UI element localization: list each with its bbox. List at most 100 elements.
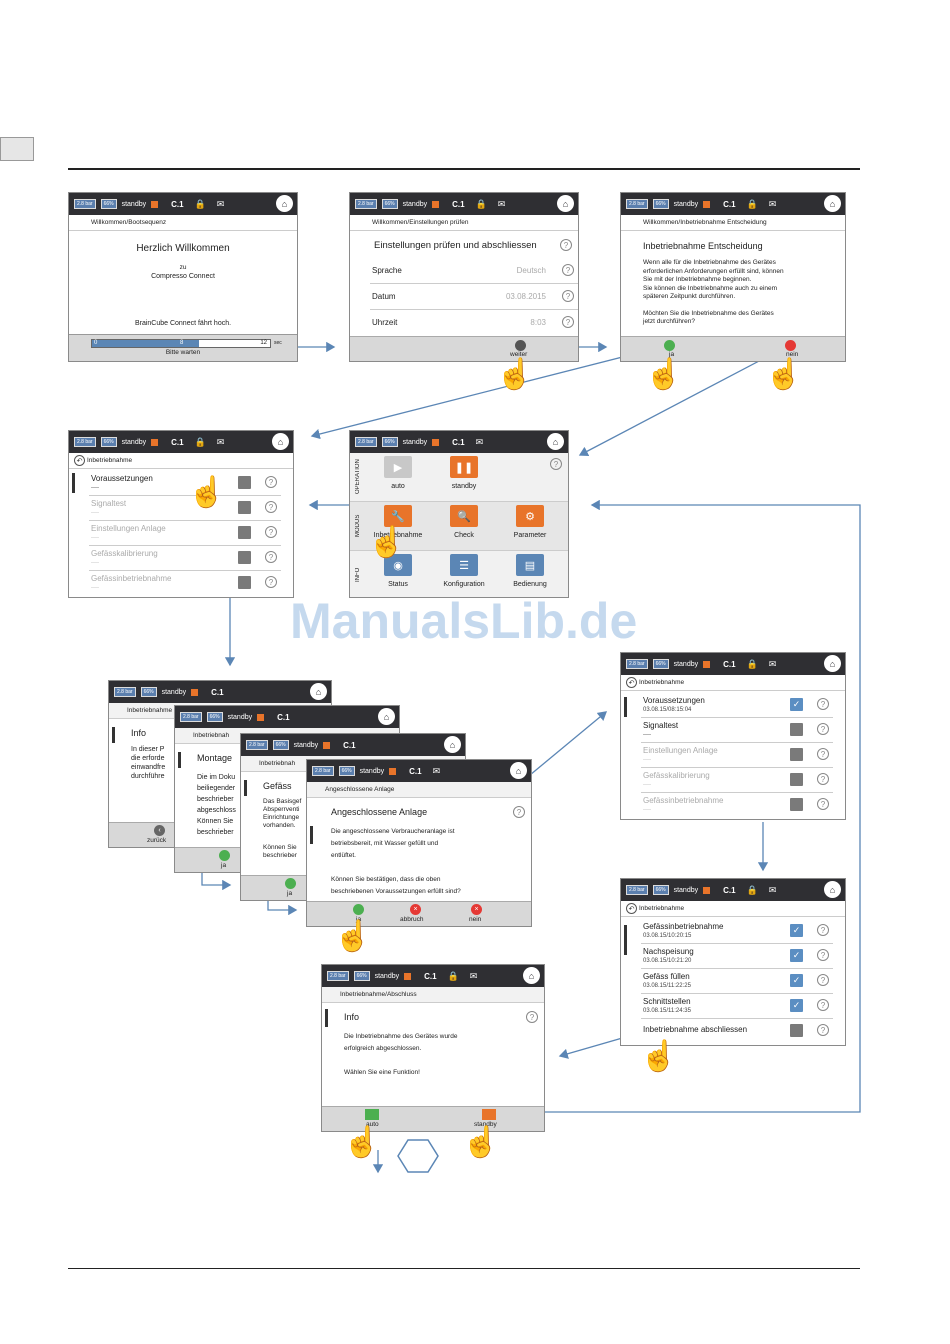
settings-row-language[interactable]: Sprache Deutsch ? [370, 259, 578, 284]
home-icon[interactable]: ⌂ [824, 881, 841, 898]
checkbox-checked[interactable]: ✓ [790, 974, 803, 987]
list-item[interactable]: Gefässkalibrierung----? [89, 546, 281, 571]
back-button[interactable]: ‹ [154, 825, 165, 836]
auto-button[interactable] [365, 1109, 379, 1120]
list-item-finish[interactable]: Inbetriebnahme abschliessen? [641, 1019, 833, 1043]
home-icon[interactable]: ⌂ [523, 967, 540, 984]
commissioning-tile[interactable]: 🔧 [384, 505, 412, 527]
check-tile[interactable]: 🔍 [450, 505, 478, 527]
lock-icon[interactable]: 🔒 [746, 198, 758, 209]
lock-icon[interactable]: 🔒 [475, 198, 487, 209]
mail-icon[interactable]: ✉ [469, 970, 478, 981]
list-item[interactable]: Einstellungen Anlage----? [89, 521, 281, 546]
checkbox[interactable] [238, 501, 251, 514]
scroll-indicator[interactable] [310, 826, 313, 844]
help-icon[interactable]: ? [562, 264, 574, 276]
scroll-indicator[interactable] [112, 727, 115, 743]
parameter-tile[interactable]: ⚙ [516, 505, 544, 527]
help-icon[interactable]: ? [265, 551, 277, 563]
standby-button[interactable] [482, 1109, 496, 1120]
mail-icon[interactable]: ✉ [768, 658, 777, 669]
mail-icon[interactable]: ✉ [475, 436, 484, 447]
help-icon[interactable]: ? [817, 798, 829, 810]
mail-icon[interactable]: ✉ [216, 198, 225, 209]
lock-icon[interactable]: 🔒 [194, 198, 206, 209]
help-icon[interactable]: ? [562, 290, 574, 302]
help-icon[interactable]: ? [817, 723, 829, 735]
scroll-indicator[interactable] [624, 697, 627, 717]
help-icon[interactable]: ? [265, 526, 277, 538]
scroll-indicator[interactable] [325, 1009, 328, 1027]
home-icon[interactable]: ⌂ [310, 683, 327, 700]
home-icon[interactable]: ⌂ [444, 736, 461, 753]
yes-button[interactable] [285, 878, 296, 889]
list-item[interactable]: Voraussetzungen----? [89, 471, 281, 496]
mail-icon[interactable]: ✉ [768, 884, 777, 895]
status-tile[interactable]: ◉ [384, 554, 412, 576]
checkbox-checked[interactable]: ✓ [790, 999, 803, 1012]
list-item[interactable]: Signaltest----? [89, 496, 281, 521]
scroll-indicator[interactable] [178, 752, 181, 768]
settings-row-time[interactable]: Uhrzeit 8:03 ? [370, 311, 578, 335]
abort-button[interactable]: × [410, 904, 421, 915]
help-icon[interactable]: ? [817, 999, 829, 1011]
home-icon[interactable]: ⌂ [378, 708, 395, 725]
lock-icon[interactable]: 🔒 [746, 658, 758, 669]
lock-icon[interactable]: 🔒 [194, 436, 206, 447]
help-icon[interactable]: ? [560, 239, 572, 251]
help-icon[interactable]: ? [817, 773, 829, 785]
checkbox[interactable] [238, 526, 251, 539]
checkbox-checked[interactable]: ✓ [790, 698, 803, 711]
help-icon[interactable]: ? [817, 1024, 829, 1036]
lock-icon[interactable]: 🔒 [447, 970, 459, 981]
home-icon[interactable]: ⌂ [510, 762, 527, 779]
scroll-indicator[interactable] [72, 473, 75, 493]
help-icon[interactable]: ? [550, 458, 562, 470]
no-button[interactable] [785, 340, 796, 351]
checkbox[interactable] [790, 1024, 803, 1037]
checkbox[interactable] [790, 723, 803, 736]
list-item[interactable]: Gefässinbetriebnahme----? [641, 793, 833, 817]
checkbox[interactable] [790, 773, 803, 786]
list-item[interactable]: Einstellungen Anlage----? [641, 743, 833, 768]
home-icon[interactable]: ⌂ [557, 195, 574, 212]
home-icon[interactable]: ⌂ [547, 433, 564, 450]
next-button[interactable] [515, 340, 526, 351]
help-icon[interactable]: ? [265, 576, 277, 588]
help-icon[interactable]: ? [265, 476, 277, 488]
home-icon[interactable]: ⌂ [276, 195, 293, 212]
checkbox[interactable] [790, 798, 803, 811]
home-icon[interactable]: ⌂ [824, 655, 841, 672]
yes-button[interactable] [664, 340, 675, 351]
mail-icon[interactable]: ✉ [768, 198, 777, 209]
configuration-tile[interactable]: ☰ [450, 554, 478, 576]
checkbox[interactable] [238, 551, 251, 564]
auto-tile[interactable]: ▶ [384, 456, 412, 478]
yes-button[interactable] [353, 904, 364, 915]
home-icon[interactable]: ⌂ [824, 195, 841, 212]
list-item[interactable]: Gefässinbetriebnahme----? [89, 571, 281, 595]
help-icon[interactable]: ? [817, 748, 829, 760]
scroll-indicator[interactable] [244, 780, 247, 796]
help-icon[interactable]: ? [513, 806, 525, 818]
yes-button[interactable] [219, 850, 230, 861]
help-icon[interactable]: ? [817, 924, 829, 936]
help-icon[interactable]: ? [817, 949, 829, 961]
list-item[interactable]: Signaltest----? [641, 718, 833, 743]
standby-tile[interactable]: ❚❚ [450, 456, 478, 478]
back-icon[interactable]: ↶ [626, 903, 637, 914]
checkbox-checked[interactable]: ✓ [790, 924, 803, 937]
lock-icon[interactable]: 🔒 [746, 884, 758, 895]
mail-icon[interactable]: ✉ [216, 436, 225, 447]
help-icon[interactable]: ? [562, 316, 574, 328]
checkbox[interactable] [238, 476, 251, 489]
operation-tile[interactable]: ▤ [516, 554, 544, 576]
help-icon[interactable]: ? [526, 1011, 538, 1023]
checkbox-checked[interactable]: ✓ [790, 949, 803, 962]
scroll-indicator[interactable] [624, 925, 627, 955]
home-icon[interactable]: ⌂ [272, 433, 289, 450]
